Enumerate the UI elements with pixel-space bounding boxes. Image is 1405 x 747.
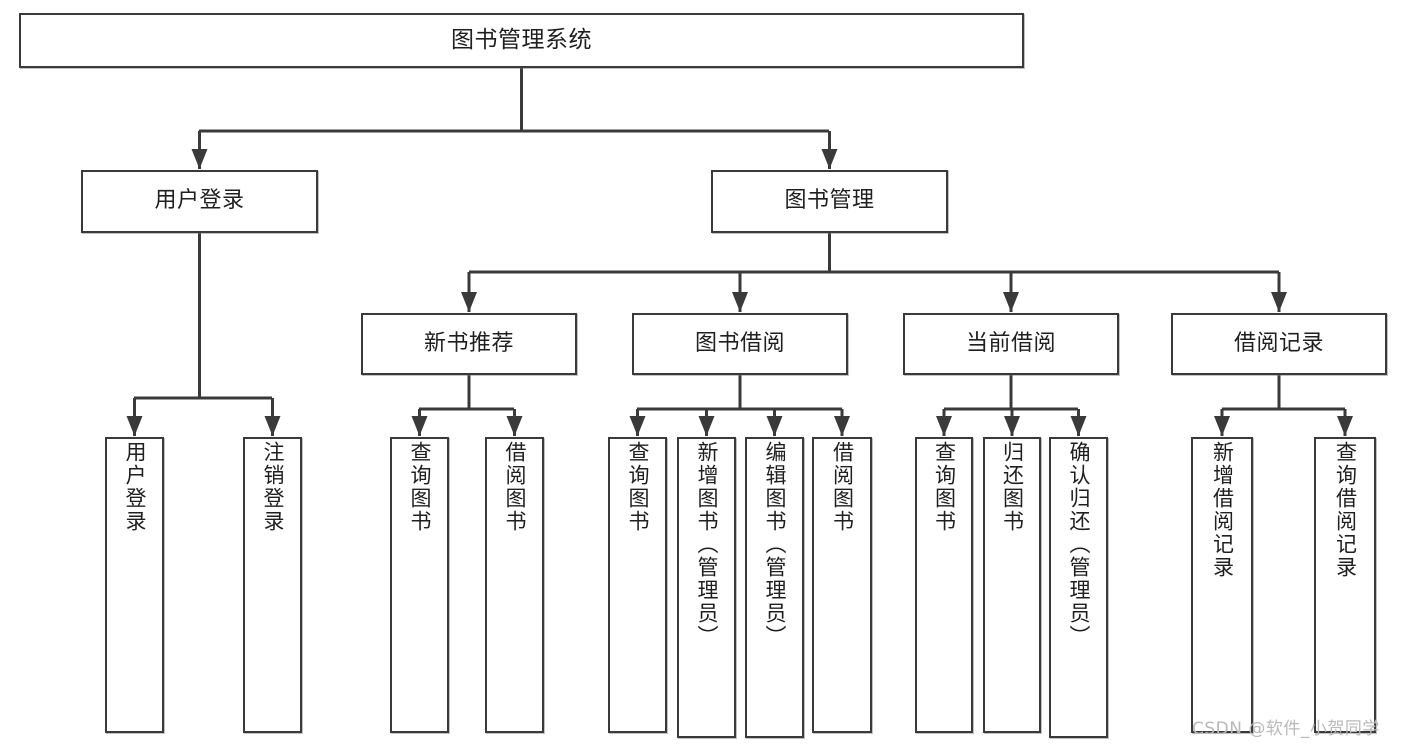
node-user-login[interactable]: 用户登录 bbox=[81, 170, 318, 233]
arrowhead-borrow-record bbox=[1271, 292, 1287, 312]
arrowhead-leaf-add-rec bbox=[1214, 416, 1230, 436]
node-book-manage[interactable]: 图书管理 bbox=[711, 170, 948, 233]
arrowhead-leaf-edit-book bbox=[766, 416, 783, 436]
node-label: 图书借阅 bbox=[694, 330, 785, 356]
node-book-borrow[interactable]: 图书借阅 bbox=[632, 313, 848, 375]
arrowhead-leaf-query-1 bbox=[411, 416, 428, 436]
arrowhead-leaf-add-book bbox=[698, 416, 715, 436]
node-leaf-query-2[interactable]: 查询图书 bbox=[608, 437, 667, 733]
node-label: 查询图书 bbox=[932, 441, 957, 533]
node-leaf-add-book[interactable]: 新增图书（管理员） bbox=[677, 437, 736, 738]
node-label: 注销登录 bbox=[261, 441, 285, 533]
node-leaf-edit-book[interactable]: 编辑图书（管理员） bbox=[745, 437, 804, 738]
arrowhead-book-manage bbox=[821, 149, 838, 169]
node-leaf-query-3[interactable]: 查询图书 bbox=[915, 437, 973, 733]
node-leaf-user-login[interactable]: 用户登录 bbox=[105, 437, 164, 733]
arrowhead-leaf-user-login bbox=[126, 416, 143, 436]
node-label: 确认归还（管理员） bbox=[1067, 441, 1091, 648]
node-label: 借阅图书 bbox=[830, 441, 855, 533]
arrowhead-leaf-confirm bbox=[1070, 416, 1087, 436]
node-label: 借阅记录 bbox=[1233, 330, 1324, 356]
node-root[interactable]: 图书管理系统 bbox=[19, 13, 1024, 68]
arrowhead-leaf-return bbox=[1004, 416, 1020, 436]
node-leaf-borrow-2[interactable]: 借阅图书 bbox=[812, 437, 872, 733]
node-label: 图书管理 bbox=[784, 188, 875, 214]
node-leaf-borrow-1[interactable]: 借阅图书 bbox=[485, 437, 544, 733]
arrowhead-new-book-rec bbox=[461, 292, 477, 312]
node-current-borrow[interactable]: 当前借阅 bbox=[903, 313, 1119, 375]
arrowhead-leaf-query-2 bbox=[629, 416, 646, 436]
arrowhead-leaf-query-3 bbox=[936, 416, 952, 436]
node-label: 借阅图书 bbox=[503, 441, 527, 533]
node-label: 新书推荐 bbox=[423, 330, 514, 356]
node-label: 用户登录 bbox=[154, 188, 245, 214]
node-label: 当前借阅 bbox=[965, 330, 1056, 356]
node-label: 新增图书（管理员） bbox=[695, 441, 719, 648]
arrowhead-leaf-logout bbox=[264, 416, 281, 436]
arrowhead-book-borrow bbox=[732, 292, 748, 312]
node-label: 用户登录 bbox=[123, 441, 147, 533]
node-label: 归还图书 bbox=[1000, 441, 1025, 533]
node-leaf-add-rec[interactable]: 新增借阅记录 bbox=[1191, 437, 1253, 733]
node-label: 编辑图书（管理员） bbox=[763, 441, 787, 648]
node-leaf-query-rec[interactable]: 查询借阅记录 bbox=[1314, 437, 1376, 733]
node-label: 查询借阅记录 bbox=[1333, 441, 1358, 579]
node-new-book-rec[interactable]: 新书推荐 bbox=[361, 313, 577, 375]
arrowhead-leaf-borrow-1 bbox=[506, 416, 523, 436]
node-leaf-logout[interactable]: 注销登录 bbox=[243, 437, 302, 733]
node-label: 查询图书 bbox=[626, 441, 650, 533]
node-leaf-confirm[interactable]: 确认归还（管理员） bbox=[1049, 437, 1108, 738]
arrowhead-leaf-query-rec bbox=[1337, 416, 1353, 436]
node-leaf-query-1[interactable]: 查询图书 bbox=[390, 437, 449, 733]
arrowhead-current-borrow bbox=[1003, 292, 1019, 312]
node-label: 图书管理系统 bbox=[451, 26, 592, 53]
node-leaf-return[interactable]: 归还图书 bbox=[983, 437, 1041, 733]
arrowhead-leaf-borrow-2 bbox=[834, 416, 850, 436]
csdn-watermark: CSDN @软件_小贺同学 bbox=[1192, 719, 1380, 739]
node-label: 查询图书 bbox=[408, 441, 432, 533]
arrowhead-user-login bbox=[191, 149, 208, 169]
node-label: 新增借阅记录 bbox=[1210, 441, 1235, 579]
node-borrow-record[interactable]: 借阅记录 bbox=[1171, 313, 1387, 375]
